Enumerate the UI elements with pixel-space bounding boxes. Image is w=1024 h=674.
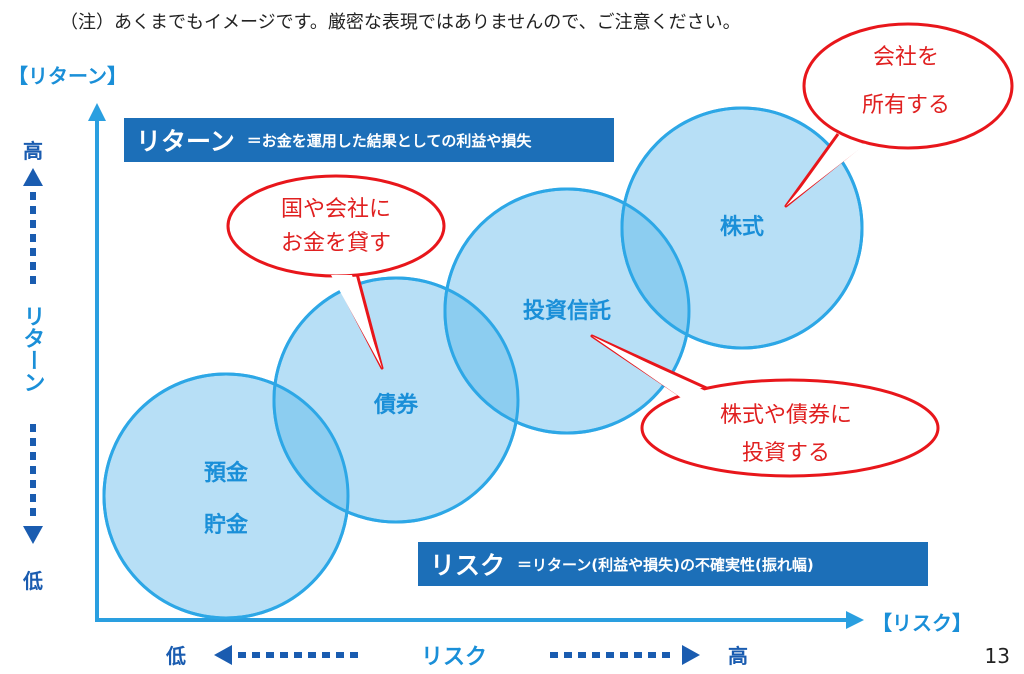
x-axis-middle-label: リスク: [421, 644, 487, 669]
risk-term: リスク: [430, 551, 506, 580]
overlap-deposit-bonds: [274, 374, 348, 522]
callout-investment-trust: 株式や債券に 投資する: [590, 334, 940, 478]
circle-label-bonds: 債券: [373, 392, 419, 417]
callout-bonds-line2: お金を貸す: [281, 230, 391, 255]
page-number: 13: [984, 644, 1010, 668]
return-definition: ＝お金を運用した結果としての利益や損失: [246, 131, 532, 150]
callout-bonds: 国や会社に お金を貸す: [226, 174, 446, 370]
y-axis-arrowhead: [88, 103, 106, 121]
x-axis-bracket-label: 【リスク】: [872, 611, 972, 635]
x-axis-dotted-arrow: [214, 645, 700, 665]
callout-stocks-line1: 会社を: [873, 44, 939, 69]
x-axis-arrowhead: [846, 611, 864, 629]
y-axis-high-label: 高: [23, 139, 43, 163]
circle-label-savings: 貯金: [204, 512, 249, 537]
return-term: リターン: [136, 127, 235, 156]
callout-trust-line2: 投資する: [742, 440, 830, 465]
overlap-trust-stocks: [622, 189, 689, 348]
overlap-bonds-trust: [445, 278, 518, 433]
risk-definition: ＝リターン(利益や損失)の不確実性(振れ幅): [517, 555, 814, 574]
callout-stocks-line2: 所有する: [862, 92, 950, 117]
circle-label-stocks: 株式: [720, 214, 764, 239]
callout-stocks: 会社を 所有する: [784, 22, 1014, 208]
risk-definition-box: リスク ＝リターン(利益や損失)の不確実性(振れ幅): [418, 542, 928, 586]
circle-outlines: [102, 106, 864, 620]
circle-label-deposit: 預金: [204, 460, 249, 485]
x-axis-high-label: 高: [728, 644, 748, 668]
y-axis-dotted-arrow: [23, 168, 43, 544]
y-axis-middle-label: リターン: [21, 305, 46, 393]
return-definition-box: リターン ＝お金を運用した結果としての利益や損失: [124, 118, 614, 162]
y-axis-low-label: 低: [22, 569, 43, 593]
y-axis-bracket-label: 【リターン】: [8, 64, 127, 88]
x-axis-low-label: 低: [165, 644, 186, 668]
disclaimer-note: （注）あくまでもイメージです。厳密な表現ではありませんので、ご注意ください。: [60, 12, 741, 33]
callout-trust-line1: 株式や債券に: [720, 402, 852, 427]
callout-bonds-line1: 国や会社に: [281, 196, 391, 221]
circle-label-investment-trust: 投資信託: [523, 298, 611, 323]
